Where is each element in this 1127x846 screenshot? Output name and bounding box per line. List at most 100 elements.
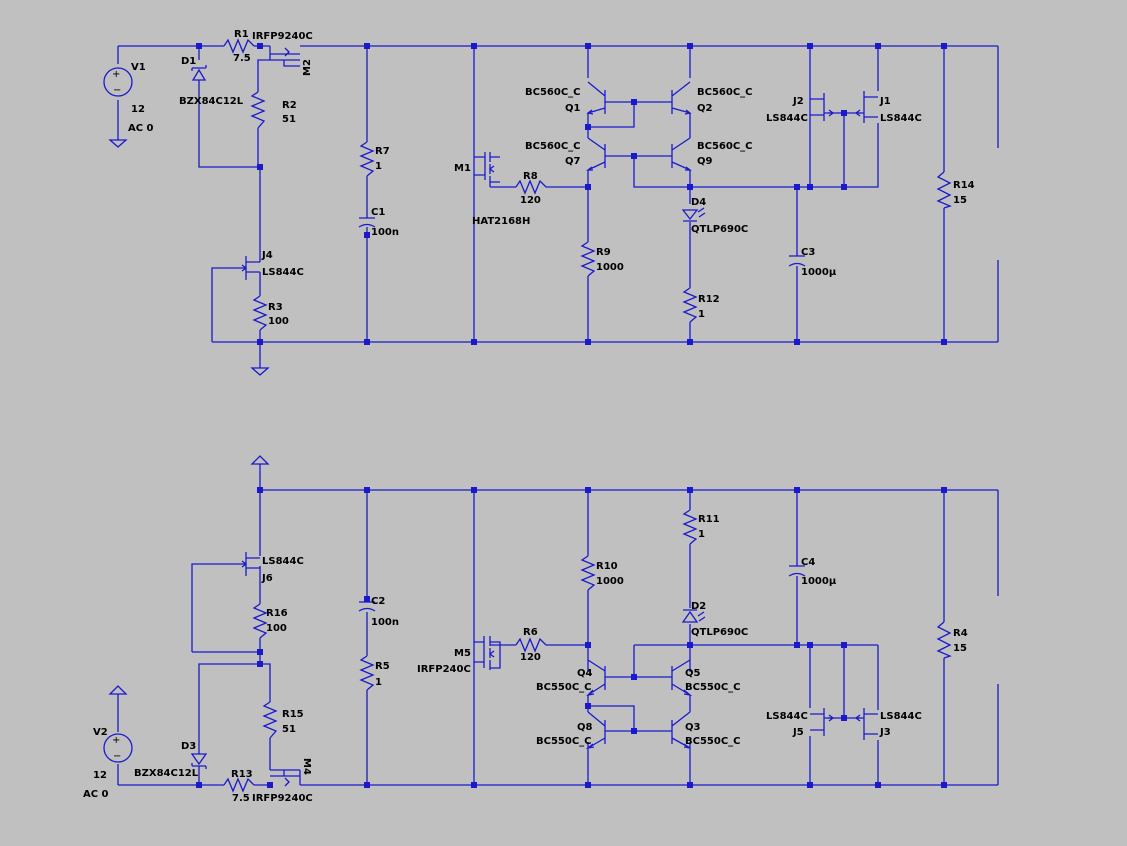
label-q5: Q5 bbox=[685, 668, 701, 679]
q3-transistor[interactable] bbox=[671, 711, 691, 749]
label-m4-value: IRFP9240C bbox=[252, 793, 313, 804]
r3-resistor[interactable] bbox=[252, 295, 268, 331]
label-q7-value: BC560C_C bbox=[525, 141, 581, 152]
label-q2-value: BC560C_C bbox=[697, 87, 753, 98]
r13-resistor[interactable] bbox=[223, 777, 255, 793]
component-labels: V1 12 AC 0 D1 BZX84C12L R1 7.5 IRFP9240C… bbox=[83, 29, 975, 804]
label-r9: R9 bbox=[596, 247, 611, 258]
r5-resistor[interactable] bbox=[359, 655, 375, 691]
r4-resistor[interactable] bbox=[936, 621, 952, 659]
label-j6: J6 bbox=[261, 573, 273, 584]
label-q7: Q7 bbox=[565, 156, 581, 167]
top-ground-icon bbox=[250, 367, 270, 376]
r6-resistor[interactable] bbox=[515, 637, 547, 653]
q2-transistor[interactable] bbox=[671, 81, 692, 115]
q5-transistor[interactable] bbox=[671, 659, 693, 697]
label-q1-value: BC560C_C bbox=[525, 87, 581, 98]
label-v2-ac: AC 0 bbox=[83, 789, 109, 800]
m5-mosfet[interactable] bbox=[483, 636, 501, 670]
label-c1: C1 bbox=[371, 207, 385, 218]
r2-resistor[interactable] bbox=[250, 91, 266, 129]
top-junction-dots bbox=[196, 43, 947, 345]
label-d4: D4 bbox=[691, 197, 706, 208]
d2-led[interactable] bbox=[681, 609, 706, 623]
r14-resistor[interactable] bbox=[936, 171, 952, 209]
j6-jfet[interactable] bbox=[240, 552, 260, 576]
j3-jfet[interactable] bbox=[854, 708, 878, 740]
label-r13: R13 bbox=[231, 769, 253, 780]
v2-source[interactable]: + − bbox=[103, 733, 133, 763]
label-r6: R6 bbox=[523, 627, 538, 638]
label-j5-value: LS844C bbox=[766, 711, 808, 722]
r7-resistor[interactable] bbox=[359, 141, 375, 177]
r16-resistor[interactable] bbox=[252, 603, 268, 639]
r9-resistor[interactable] bbox=[580, 241, 596, 277]
svg-text:+: + bbox=[112, 735, 120, 746]
d3-zener[interactable] bbox=[190, 753, 208, 769]
label-d1-value: BZX84C12L bbox=[179, 96, 244, 107]
label-j1-value: LS844C bbox=[880, 113, 922, 124]
label-r10: R10 bbox=[596, 561, 618, 572]
r11-resistor[interactable] bbox=[682, 509, 698, 545]
label-r9-value: 1000 bbox=[596, 262, 624, 273]
wire-top-ground bbox=[212, 341, 998, 368]
j4-jfet[interactable] bbox=[240, 256, 260, 280]
label-j3: J3 bbox=[879, 727, 891, 738]
svg-text:−: − bbox=[113, 85, 121, 96]
label-c4: C4 bbox=[801, 557, 815, 568]
label-r4: R4 bbox=[953, 628, 968, 639]
label-q1: Q1 bbox=[565, 103, 581, 114]
wire-top-r14 bbox=[943, 46, 999, 342]
label-c4-value: 1000µ bbox=[801, 576, 837, 587]
label-c3: C3 bbox=[801, 247, 815, 258]
label-r14: R14 bbox=[953, 180, 975, 191]
label-r3-value: 100 bbox=[268, 316, 289, 327]
m4-mosfet[interactable] bbox=[270, 769, 301, 787]
label-r16: R16 bbox=[266, 608, 288, 619]
m1-mosfet[interactable] bbox=[484, 152, 500, 187]
wire-top-q-left bbox=[587, 46, 672, 342]
label-q3-value: BC550C_C bbox=[685, 736, 741, 747]
label-d2-value: QTLP690C bbox=[691, 627, 748, 638]
m2-mosfet[interactable] bbox=[270, 47, 300, 67]
label-q2: Q2 bbox=[697, 103, 713, 114]
bottom-supply-arrow-icon bbox=[250, 455, 270, 465]
c3-capacitor[interactable] bbox=[788, 255, 806, 267]
c4-capacitor[interactable] bbox=[788, 565, 806, 577]
label-v1-value: 12 bbox=[131, 104, 145, 115]
r8-resistor[interactable] bbox=[515, 179, 547, 195]
j5-jfet[interactable] bbox=[810, 708, 835, 736]
label-j2: J2 bbox=[792, 96, 804, 107]
wire-top-m1 bbox=[473, 46, 588, 342]
q4-transistor[interactable] bbox=[586, 659, 606, 696]
j2-jfet[interactable] bbox=[810, 93, 835, 121]
label-m2-value: IRFP9240C bbox=[252, 31, 313, 42]
label-c3-value: 1000µ bbox=[801, 267, 837, 278]
q1-transistor[interactable] bbox=[586, 81, 606, 115]
r15-resistor[interactable] bbox=[262, 701, 278, 739]
r10-resistor[interactable] bbox=[580, 555, 596, 591]
label-r11: R11 bbox=[698, 514, 720, 525]
wire-top-jfets bbox=[809, 46, 879, 188]
v1-source[interactable]: + − bbox=[103, 67, 133, 97]
d1-zener[interactable] bbox=[191, 65, 207, 81]
label-r3: R3 bbox=[268, 302, 283, 313]
label-j4-value: LS844C bbox=[262, 267, 304, 278]
d4-led[interactable] bbox=[681, 207, 706, 222]
j1-jfet[interactable] bbox=[854, 91, 878, 123]
label-m1: M1 bbox=[454, 163, 471, 174]
label-r15-value: 51 bbox=[282, 724, 296, 735]
q7-transistor[interactable] bbox=[586, 137, 606, 171]
wire-bot-m5 bbox=[473, 490, 588, 785]
label-m4: M4 bbox=[301, 758, 312, 775]
label-r2-value: 51 bbox=[282, 114, 296, 125]
label-r8-value: 120 bbox=[520, 195, 541, 206]
r12-resistor[interactable] bbox=[682, 287, 698, 323]
r1-resistor[interactable] bbox=[223, 38, 255, 54]
q8-transistor[interactable] bbox=[585, 711, 606, 750]
q9-transistor[interactable] bbox=[671, 137, 692, 171]
svg-text:−: − bbox=[113, 751, 121, 762]
label-r5: R5 bbox=[375, 661, 390, 672]
svg-text:+: + bbox=[112, 69, 120, 80]
